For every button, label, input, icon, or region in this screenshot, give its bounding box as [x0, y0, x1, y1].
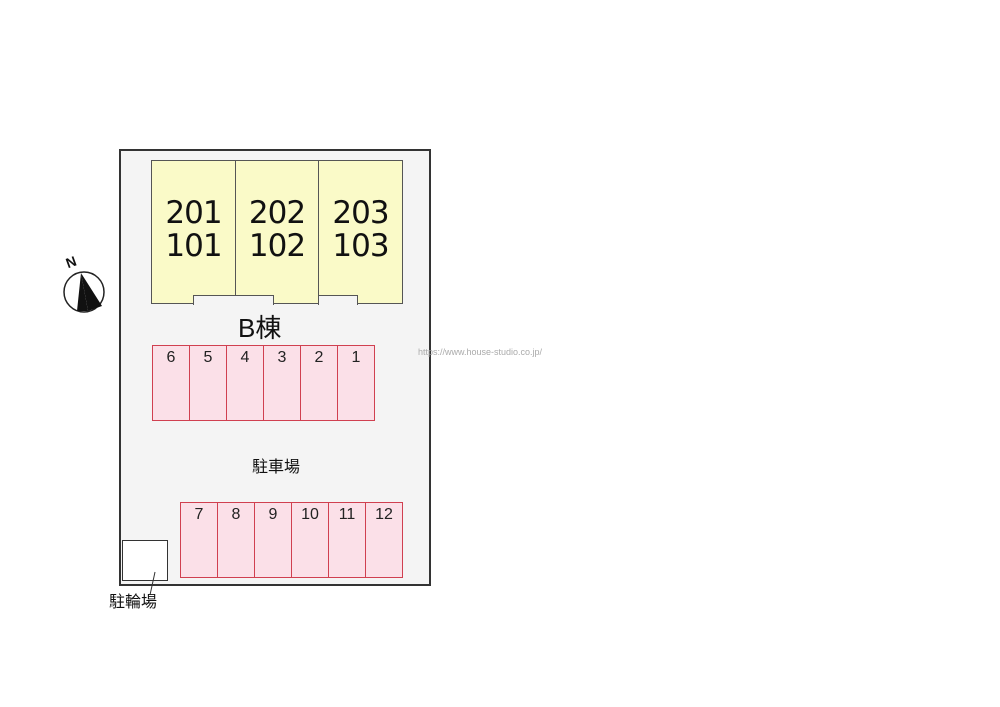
- entrance-notch: [318, 295, 358, 305]
- parking-space: 1: [337, 345, 375, 421]
- building-label: B棟: [238, 313, 282, 343]
- parking-row-2: 7 8 9 10 11 12: [180, 502, 403, 578]
- leader-line: [149, 571, 156, 596]
- parking-space: 3: [263, 345, 301, 421]
- unit-lower: 101: [165, 228, 222, 264]
- unit-upper: 201: [165, 195, 222, 231]
- bicycle-label: 駐輪場: [109, 594, 158, 611]
- unit-lower: 103: [332, 228, 389, 264]
- entrance-notch: [193, 295, 274, 305]
- parking-space: 9: [254, 502, 292, 578]
- unit-lower: 102: [248, 228, 306, 264]
- parking-row-1: 6 5 4 3 2 1: [152, 345, 375, 421]
- parking-space: 12: [365, 502, 403, 578]
- parking-space: 8: [217, 502, 255, 578]
- parking-label: 駐車場: [252, 459, 301, 476]
- parking-space: 5: [189, 345, 227, 421]
- unit-upper: 202: [248, 195, 306, 231]
- parking-space: 6: [152, 345, 190, 421]
- parking-space: 2: [300, 345, 338, 421]
- bicycle-parking: [122, 540, 168, 581]
- parking-space: 7: [180, 502, 218, 578]
- watermark: https://www.house-studio.co.jp/: [418, 347, 543, 357]
- parking-space: 4: [226, 345, 264, 421]
- parking-space: 10: [291, 502, 329, 578]
- compass-icon: [63, 271, 105, 313]
- parking-space: 11: [328, 502, 366, 578]
- unit-upper: 203: [332, 195, 389, 231]
